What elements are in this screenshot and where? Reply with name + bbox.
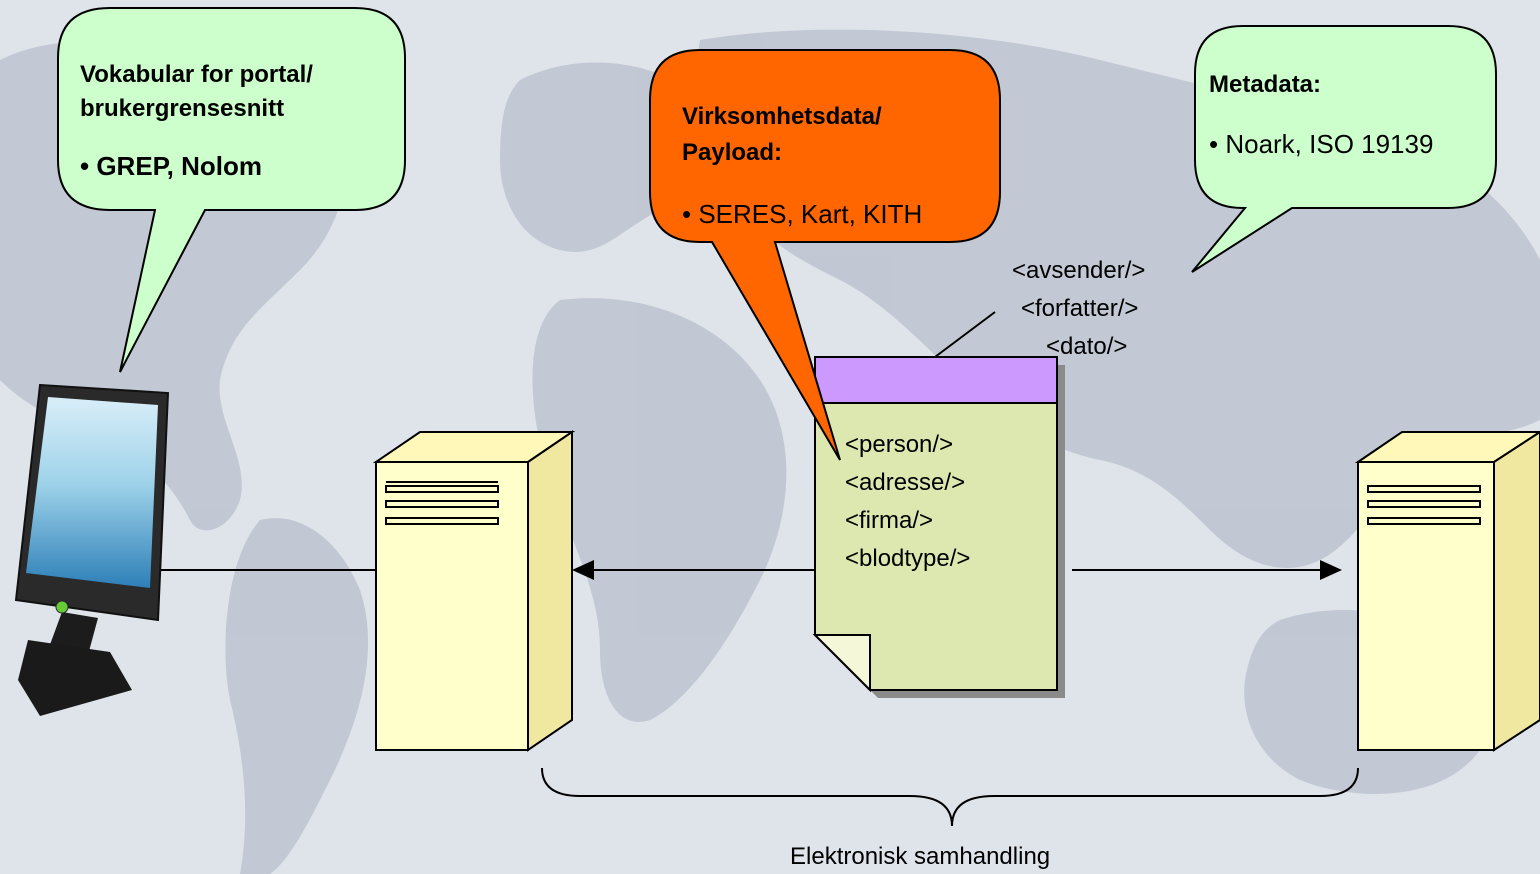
- bubble-left-title-line2: brukergrensesnitt: [80, 95, 285, 122]
- document-icon: [812, 356, 1065, 698]
- arrowhead-right: [1320, 560, 1342, 580]
- document-header: [814, 356, 1058, 404]
- bubble-center-title-line1: Virksomhetsdata/: [682, 103, 882, 130]
- bubble-left-title-line1: Vokabular for portal/: [80, 61, 313, 88]
- curly-brace: [541, 767, 1359, 827]
- bubble-right-bullet: • Noark, ISO 19139: [1209, 129, 1434, 159]
- server-left-icon: [372, 430, 576, 752]
- metadata-tag: <avsender/>: [1012, 257, 1146, 284]
- document-tag: <person/>: [845, 431, 954, 458]
- monitor-icon: [14, 383, 170, 716]
- server-right-icon: [1354, 430, 1540, 752]
- bubble-center-title-line2: Payload:: [682, 139, 783, 166]
- bubble-right-title: Metadata:: [1209, 71, 1322, 98]
- bubble-left-bullet: • GREP, Nolom: [80, 151, 262, 181]
- document-tag: <blodtype/>: [845, 545, 971, 572]
- metadata-tag: <dato/>: [1046, 333, 1128, 360]
- document-tag: <adresse/>: [845, 469, 966, 496]
- bubble-center-bullet: • SERES, Kart, KITH: [682, 199, 923, 229]
- connectors: [148, 311, 1322, 571]
- document-fold: [812, 634, 871, 693]
- brace-label: Elektronisk samhandling: [790, 843, 1051, 870]
- bubble-right-shape: [1191, 25, 1497, 273]
- arrowhead-left: [572, 560, 594, 580]
- metadata-tag: <forfatter/>: [1021, 295, 1139, 322]
- doc-metadata-line: [934, 311, 996, 358]
- bubble-left-shape: [57, 7, 406, 373]
- document-tag: <firma/>: [845, 507, 934, 534]
- bubble-center-shape: [649, 49, 1001, 461]
